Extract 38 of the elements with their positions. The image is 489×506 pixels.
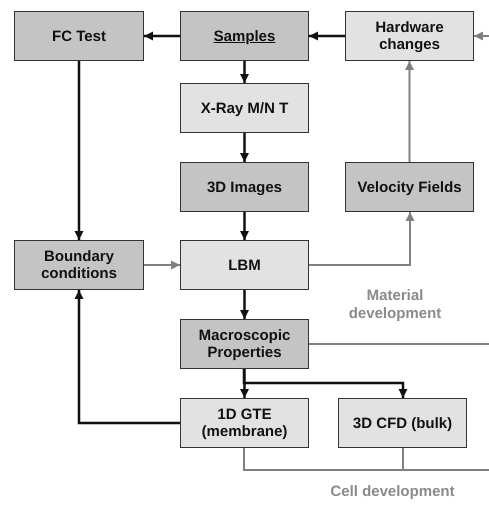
arrow [144, 260, 180, 270]
arrow [240, 369, 249, 398]
arrow [242, 369, 408, 398]
arrow [144, 32, 180, 40]
process-box [180, 319, 309, 369]
arrow [474, 32, 489, 40]
arrow [405, 61, 414, 162]
arrow [74, 290, 180, 424]
process-box [180, 162, 309, 212]
box-label: Samples [214, 28, 276, 44]
box-label: Hardware changes [374, 19, 445, 53]
arrow [309, 32, 345, 40]
process-box [180, 398, 309, 448]
box-label: 3D Images [206, 178, 282, 196]
arrow [240, 61, 249, 83]
process-box [14, 11, 144, 61]
box-label: Macroscopic Properties [198, 327, 292, 361]
box-label: FC Test [52, 28, 106, 44]
arrow [309, 212, 414, 266]
arrow [74, 61, 84, 240]
box-label: Velocity Fields [357, 178, 462, 196]
box-label: X-Ray M/N T [200, 100, 288, 116]
section-label: Cell development [329, 483, 456, 501]
box-label: 3D CFD (bulk) [352, 414, 452, 432]
box-label: LBM [228, 256, 261, 274]
process-box [180, 83, 309, 133]
process-box [14, 240, 144, 290]
arrow [240, 290, 249, 319]
section-label: Material development [348, 287, 442, 323]
process-box [338, 398, 467, 448]
process-box [345, 11, 474, 61]
process-box [180, 11, 309, 61]
box-label: 1D GTE (membrane) [200, 406, 288, 440]
process-box [180, 240, 309, 290]
box-label: Boundary conditions [40, 248, 118, 282]
process-box [345, 162, 474, 212]
arrow [240, 212, 249, 240]
arrow [240, 133, 249, 162]
